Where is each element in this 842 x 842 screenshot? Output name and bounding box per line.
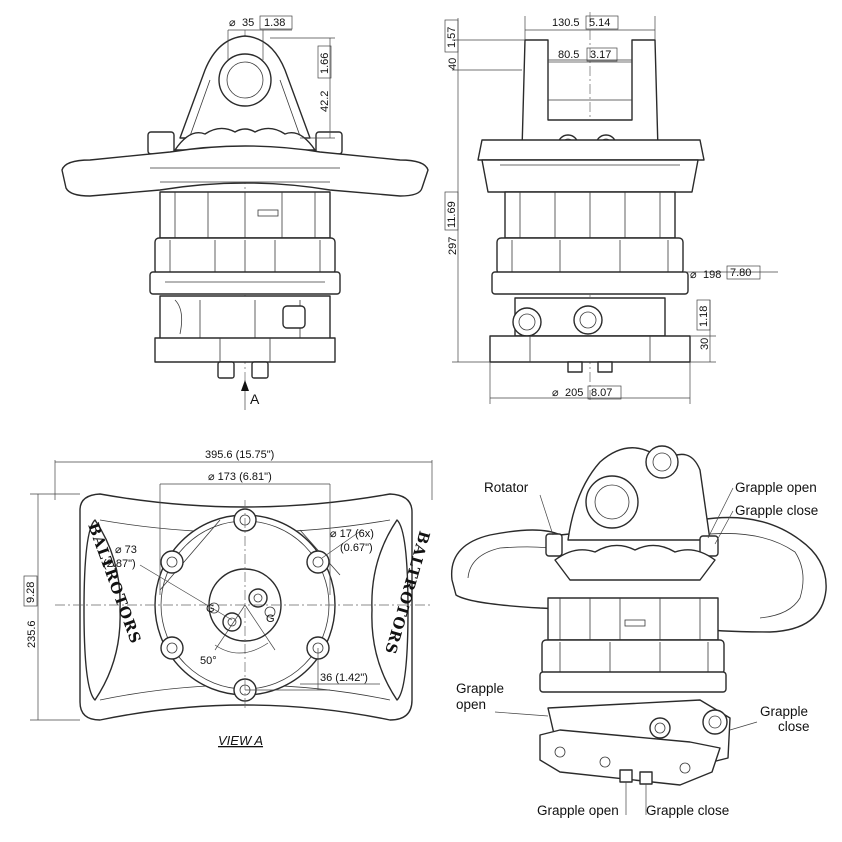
dim-top-height-inch: 1.57 xyxy=(446,27,458,48)
label-grapple-close-right-2: close xyxy=(778,719,810,734)
view-a-caption: VIEW A xyxy=(218,733,263,748)
front-view: A ⌀ 35 1.38 42.2 1.66 xyxy=(61,15,429,410)
dim-total-height-mm: 297 xyxy=(447,237,459,255)
label-rotator: Rotator xyxy=(484,480,529,495)
view-arrow-label: A xyxy=(250,391,260,407)
dim-housing-dia-mm: 198 xyxy=(703,269,721,281)
side-view: 130.5 5.14 80.5 3.17 40 1.57 297 11.69 ⌀… xyxy=(444,12,778,404)
dim-flange-diameter: ⌀ 173 (6.81") xyxy=(208,471,272,483)
dim-total-height-inch: 11.69 xyxy=(446,201,458,228)
view-a: BALTROTORS BALTROTORS G G 395.6 (15.75") xyxy=(23,449,433,748)
dim-angle: 50° xyxy=(200,655,217,667)
label-grapple-close-right-1: Grapple xyxy=(760,704,808,719)
label-grapple-close-bottom: Grapple close xyxy=(646,803,729,818)
dim-base-height-inch: 1.18 xyxy=(698,306,710,327)
dim-hole-diameter-2: (0.67") xyxy=(340,542,373,554)
front-link-ear xyxy=(179,35,311,139)
dim-offset: 36 (1.42") xyxy=(320,672,368,684)
port-label-right: G xyxy=(266,613,275,625)
dim-top-height-mm: 40 xyxy=(447,58,459,70)
dim-pin-dia-inch: 1.38 xyxy=(264,17,285,29)
dim-overall-width: 395.6 (15.75") xyxy=(205,449,274,461)
port-label-left: G xyxy=(206,603,215,615)
dim-pin-height-inch: 1.66 xyxy=(319,53,331,74)
label-grapple-close-top: Grapple close xyxy=(735,503,818,518)
iso-view: Rotator Grapple open Grapple close Grapp… xyxy=(450,445,827,818)
dim-hole-diameter-1: ⌀ 17 (6x) xyxy=(330,528,374,540)
front-wing xyxy=(61,145,429,197)
label-grapple-open-bottom: Grapple open xyxy=(537,803,619,818)
label-grapple-open-left-1: Grapple xyxy=(456,681,504,696)
dim-pin-dia-symbol: ⌀ xyxy=(229,17,236,29)
label-grapple-open-top: Grapple open xyxy=(735,480,817,495)
dim-link-width-inch: 5.14 xyxy=(589,17,610,29)
dim-inner-width-mm: 80.5 xyxy=(558,49,579,61)
dim-pcd-1: ⌀ 73 xyxy=(115,544,137,556)
dim-link-width-mm: 130.5 xyxy=(552,17,580,29)
dim-base-dia-mm: 205 xyxy=(565,387,583,399)
dim-housing-dia-symbol: ⌀ xyxy=(690,269,697,281)
label-grapple-open-left-2: open xyxy=(456,697,486,712)
dim-housing-dia-inch: 7.80 xyxy=(730,267,751,279)
dim-inner-width-inch: 3.17 xyxy=(590,49,611,61)
dim-pcd-2: (2.87") xyxy=(103,558,136,570)
dim-base-dia-inch: 8.07 xyxy=(591,387,612,399)
dim-pin-dia-mm: 35 xyxy=(242,17,254,29)
dim-overall-height-inch: 9.28 xyxy=(25,582,37,603)
dim-base-dia-symbol: ⌀ xyxy=(552,387,559,399)
dim-base-height-mm: 30 xyxy=(699,338,711,350)
dim-overall-height-mm: 235.6 xyxy=(26,620,38,648)
dim-pin-height-mm: 42.2 xyxy=(319,91,331,112)
